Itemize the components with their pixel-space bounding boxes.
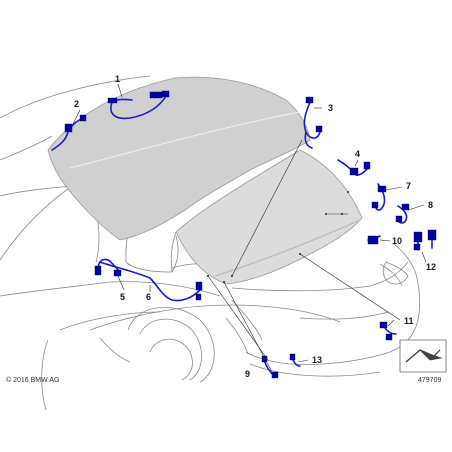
callout-9: 9 <box>245 369 250 379</box>
harness-2 <box>51 114 87 151</box>
roof-panel <box>47 76 311 241</box>
harness-11 <box>379 321 397 341</box>
harness-12 <box>413 229 437 251</box>
callouts: 1 2 3 4 5 6 7 8 9 10 11 12 13 <box>74 74 436 379</box>
callout-2: 2 <box>74 99 79 109</box>
copyright-notice: © 2016 BMW AG <box>6 376 59 384</box>
harness-13 <box>289 353 301 367</box>
car-orientation-icon <box>399 339 447 373</box>
callout-1: 1 <box>115 74 120 84</box>
harness-8 <box>395 203 410 224</box>
callout-10: 10 <box>392 236 402 246</box>
rear-window-panel <box>175 149 363 285</box>
harness-6 <box>99 261 203 302</box>
callout-5: 5 <box>120 292 125 302</box>
harness-1 <box>107 90 170 120</box>
harness-3 <box>303 96 323 149</box>
callout-4: 4 <box>355 149 360 159</box>
harness-10 <box>367 235 381 245</box>
callout-12: 12 <box>426 262 436 272</box>
harness-7 <box>371 183 387 211</box>
leader-lines <box>71 83 427 373</box>
roof-assembly <box>47 76 363 285</box>
harness-5 <box>94 258 122 277</box>
callout-13: 13 <box>312 355 322 365</box>
callout-7: 7 <box>406 181 411 191</box>
harness-4 <box>337 159 371 176</box>
diagram-id: 479709 <box>418 377 441 384</box>
callout-6: 6 <box>146 292 151 302</box>
callout-11: 11 <box>404 316 414 326</box>
callout-8: 8 <box>428 200 433 210</box>
callout-3: 3 <box>328 103 333 113</box>
harness-9 <box>261 355 279 379</box>
